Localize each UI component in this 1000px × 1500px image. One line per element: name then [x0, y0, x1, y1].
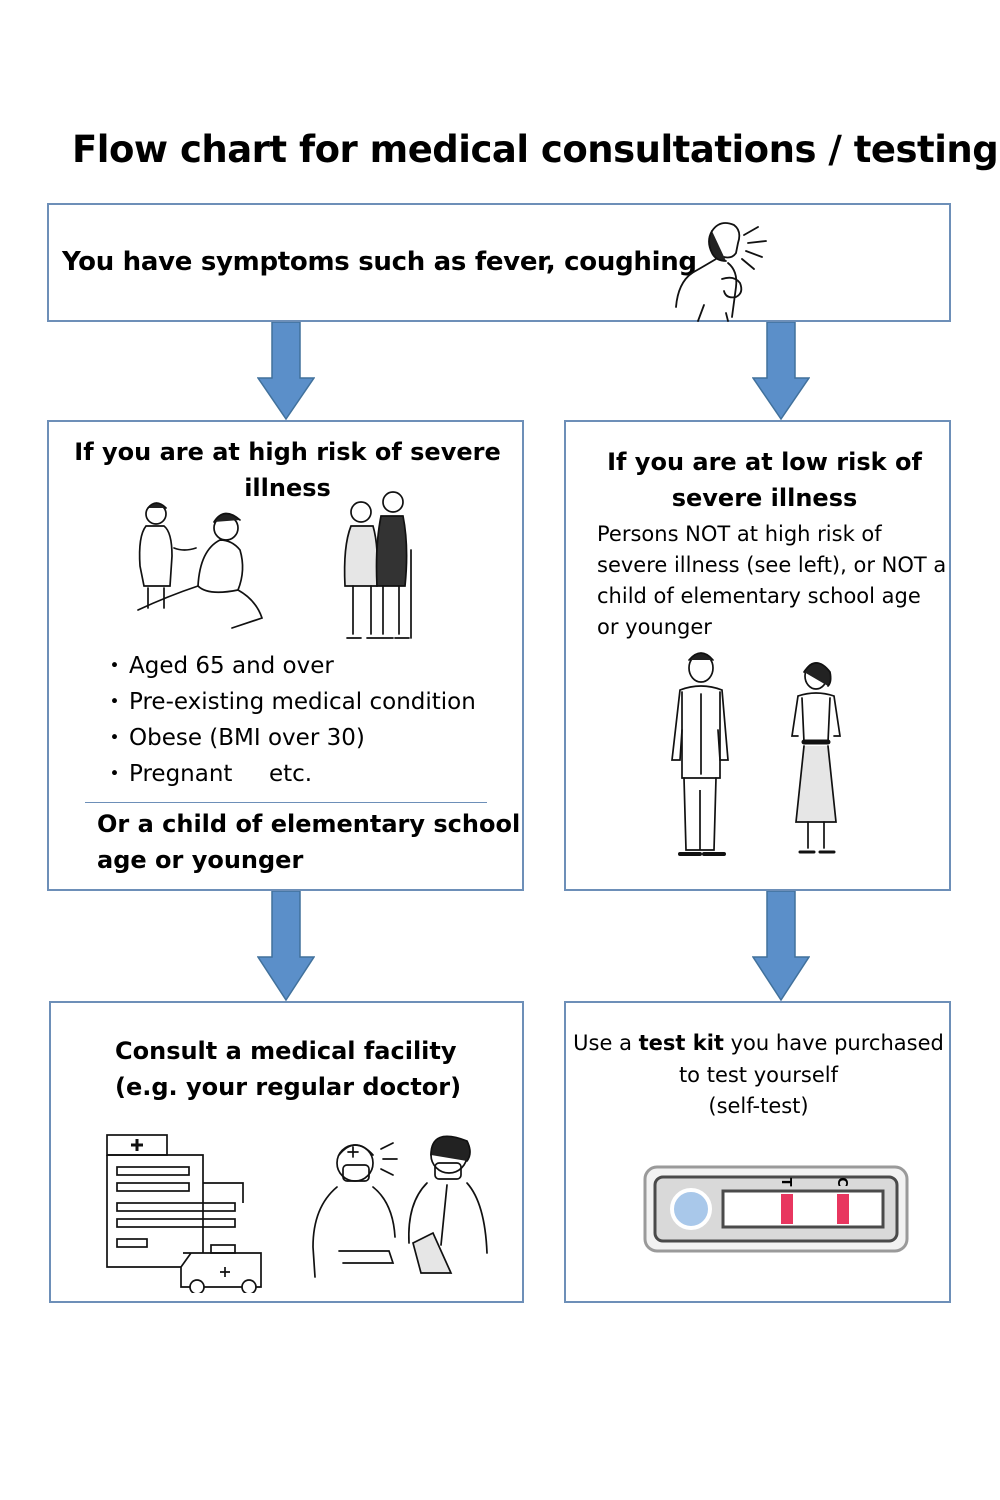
high-risk-heading-line2: illness [244, 474, 331, 502]
consult-line1: Consult a medical facility [115, 1037, 457, 1065]
child-line1: Or a child of elementary school [97, 810, 521, 838]
doctor-patient-icon [312, 1135, 488, 1278]
low-risk-box: If you are at low risk of severe illness… [564, 420, 951, 891]
divider [85, 802, 487, 803]
arrow-down-left-1 [257, 322, 315, 420]
list-item: ・Pregnant etc. [103, 761, 313, 787]
list-item: ・Obese (BMI over 30) [103, 725, 365, 751]
low-risk-desc-line2: severe illness (see left), or NOT a [597, 553, 947, 577]
woman-standing-icon [791, 662, 841, 854]
testkit-line1: Use a test kit you have purchased [573, 1031, 944, 1055]
list-item: ・Pre-existing medical condition [103, 689, 476, 715]
high-risk-bullet-list: ・Aged 65 and over ・Pre-existing medical … [103, 648, 476, 792]
page-title: Flow chart for medical consultations / t… [72, 128, 999, 171]
symptoms-text: You have symptoms such as fever, coughin… [62, 247, 697, 277]
nurse-with-patient-icon [137, 502, 264, 629]
testkit-box: Use a test kit you have purchased to tes… [564, 1001, 951, 1303]
high-risk-heading-line1: If you are at high risk of severe [74, 438, 501, 466]
testkit-line3: (self-test) [708, 1094, 809, 1118]
man-standing-icon [671, 652, 729, 856]
consult-box: Consult a medical facility (e.g. your re… [49, 1001, 524, 1303]
test-kit-icon: T C [643, 1165, 909, 1253]
consult-line2: (e.g. your regular doctor) [115, 1073, 462, 1101]
high-risk-box: If you are at high risk of severe illnes… [47, 420, 524, 891]
low-risk-desc-line1: Persons NOT at high risk of [597, 522, 882, 546]
t-line-label: T [778, 1178, 793, 1187]
low-risk-desc-line3: child of elementary school age [597, 584, 921, 608]
arrow-down-right-2 [752, 891, 810, 1001]
arrow-down-left-2 [257, 891, 315, 1001]
list-item: ・Aged 65 and over [103, 653, 334, 679]
coughing-person-icon [675, 222, 767, 322]
symptoms-box: You have symptoms such as fever, coughin… [47, 203, 951, 322]
testkit-line2: to test yourself [678, 1063, 839, 1087]
arrow-down-right-1 [752, 322, 810, 420]
low-risk-heading-line2: severe illness [671, 484, 858, 512]
low-risk-desc-line4: or younger [597, 615, 712, 639]
hospital-ambulance-icon [106, 1134, 262, 1293]
c-line-label: C [834, 1177, 849, 1187]
low-risk-heading-line1: If you are at low risk of [607, 448, 922, 476]
elderly-couple-icon [343, 491, 412, 639]
child-line2: age or younger [97, 846, 304, 874]
